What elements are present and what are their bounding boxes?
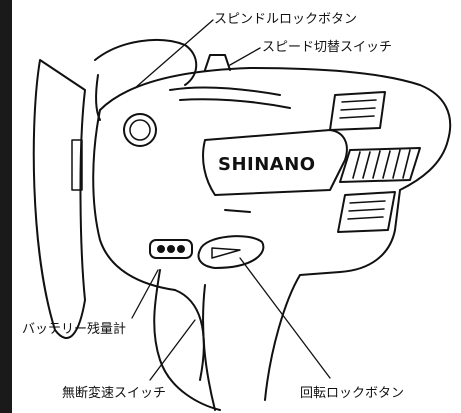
rotation-lock-button bbox=[197, 235, 265, 269]
frame-bar bbox=[0, 0, 12, 413]
vent-grille-bottom bbox=[337, 191, 396, 233]
label-battery-meter: バッテリー残量計 bbox=[22, 322, 127, 337]
label-speed-switch: スピード切替スイッチ bbox=[262, 40, 393, 55]
vent-grille-top bbox=[329, 91, 386, 131]
battery-meter bbox=[149, 239, 193, 259]
label-spindle-lock: スピンドルロックボタン bbox=[214, 12, 358, 27]
stripe-panel bbox=[339, 147, 421, 183]
speed-switch bbox=[204, 54, 231, 71]
leader-speed-switch bbox=[229, 47, 261, 66]
brand-plate bbox=[202, 129, 348, 196]
brand-logo: SHINANO bbox=[218, 154, 316, 175]
spindle-lock-button bbox=[123, 113, 157, 147]
leader-spindle-lock bbox=[134, 19, 214, 89]
leader-rotation-lock bbox=[239, 257, 331, 379]
leader-variable-speed bbox=[149, 319, 196, 381]
body-outline bbox=[99, 67, 452, 401]
handle-front bbox=[153, 269, 221, 411]
nose-housing bbox=[32, 59, 86, 339]
label-rotation-lock: 回転ロックボタン bbox=[300, 386, 405, 401]
leader-battery-meter bbox=[131, 269, 159, 319]
label-variable-speed: 無断変速スイッチ bbox=[62, 386, 167, 401]
